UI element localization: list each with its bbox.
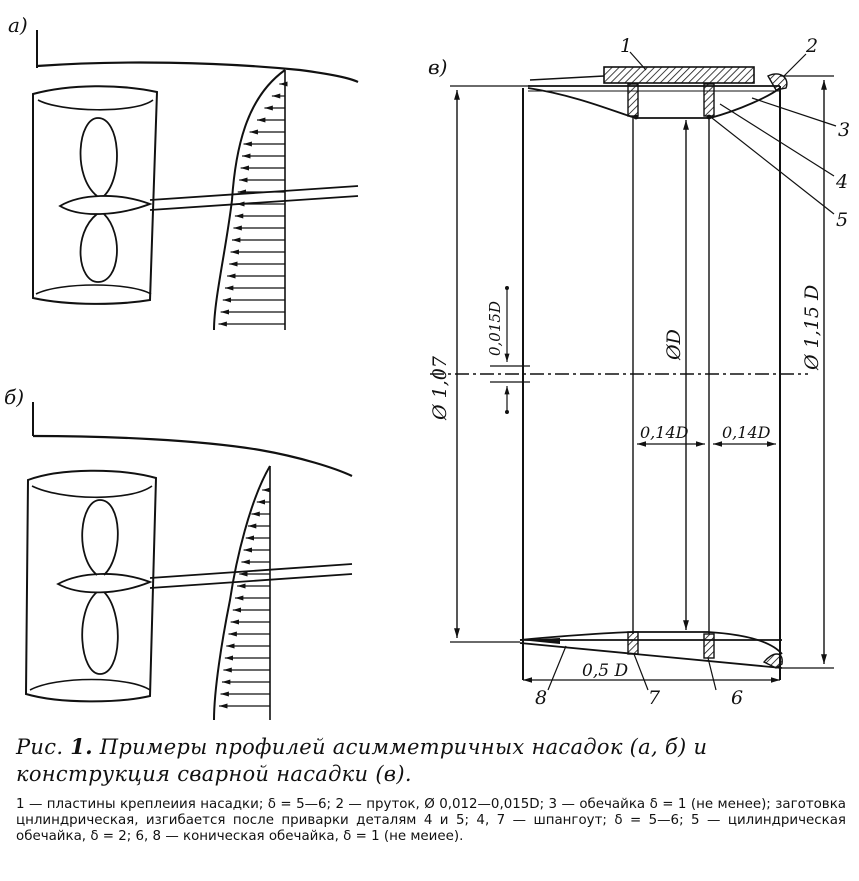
nozzle-lower-lip-a (35, 284, 152, 295)
frame-upper-left (627, 83, 639, 117)
leader-1 (629, 51, 647, 71)
leader-5 (711, 117, 835, 215)
upper-shell-inner (527, 87, 781, 119)
frame-lower-left (627, 631, 639, 655)
panel-c-label: в) (428, 55, 447, 79)
leader-7 (633, 653, 649, 691)
propeller-blade-upper-a (79, 117, 118, 197)
dim-label-05D: 0,5 D (582, 661, 628, 681)
velocity-arrows-b (219, 487, 271, 709)
dim-label-left-014D: 0,14D (640, 423, 689, 442)
shaft-upper-a (149, 185, 359, 201)
frame-upper-right (703, 83, 715, 117)
upper-shell-outer-top (529, 75, 605, 81)
nozzle-outline-b (24, 469, 158, 703)
hull-contour-b (32, 434, 353, 477)
mounting-plates (603, 66, 755, 84)
velocity-envelope-a (213, 69, 286, 331)
lower-conical-shell (519, 642, 783, 669)
rod-upper (767, 73, 788, 91)
leader-6 (707, 657, 717, 691)
propeller-hub-b (56, 573, 153, 594)
propeller-blade-upper-b (81, 499, 119, 576)
propeller-blade-lower-a (79, 213, 118, 283)
leader-8 (547, 645, 567, 691)
frame-lower-right (703, 633, 715, 659)
dim-label-dia-D: ØD (663, 329, 685, 361)
panel-b-label: б) (4, 385, 24, 409)
hull-contour-a (36, 61, 359, 84)
velocity-arrows-a (218, 81, 288, 327)
panel-a-label: а) (8, 13, 28, 37)
panel-c: в) (428, 35, 850, 709)
figure-legend: 1 — пластины креплеиия насадки; δ = 5—6;… (16, 797, 846, 844)
part-label-6: 6 (731, 687, 743, 709)
propeller-blade-lower-b (81, 591, 119, 675)
lower-nozzle-section (519, 631, 783, 669)
part-label-8: 8 (535, 687, 547, 709)
nozzle-lower-lip-b (29, 678, 151, 691)
shaft-lower-b (149, 573, 353, 589)
panel-a: а) (8, 13, 359, 331)
part-label-3: 3 (838, 119, 850, 141)
caption-text: Примеры профилей асимметричных насадок (… (16, 735, 708, 786)
part-label-7: 7 (648, 687, 661, 709)
dim-label-dia-115D: Ø 1,15 D (801, 285, 823, 371)
nozzle-upper-lip-a (37, 99, 154, 111)
dim-label-dia-107: Ø 1,07 (429, 355, 451, 421)
leader-2 (783, 53, 807, 77)
shaft-upper-b (149, 563, 353, 579)
figure-caption: Рис. 1. Примеры профилей асимметричных н… (16, 733, 846, 788)
lower-shell-nose (520, 638, 560, 644)
part-label-2: 2 (805, 35, 818, 57)
panel-b: б) (4, 385, 353, 720)
dim-label-0015D: 0,015D (486, 301, 504, 356)
nozzle-upper-lip-b (31, 485, 153, 499)
part-label-4: 4 (835, 171, 848, 193)
leader-4 (719, 103, 835, 177)
dim-point-0015D-top (505, 286, 509, 290)
caption-number: 1. (70, 734, 93, 759)
nozzle-outline-a (32, 85, 159, 305)
part-label-1: 1 (620, 35, 632, 57)
weld-point-upper-left (633, 114, 639, 120)
propeller-hub-a (58, 195, 153, 215)
velocity-envelope-b (213, 465, 271, 720)
leader-3 (751, 97, 837, 127)
shaft-lower-a (149, 195, 359, 211)
dim-point-0015D-bottom (505, 410, 509, 414)
welded-nozzle-drawing: а) б) (4, 13, 850, 720)
part-label-5: 5 (836, 209, 848, 231)
caption-prefix: Рис. (16, 735, 64, 759)
dim-label-right-014D: 0,14D (722, 423, 771, 442)
upper-nozzle-section (527, 66, 788, 120)
